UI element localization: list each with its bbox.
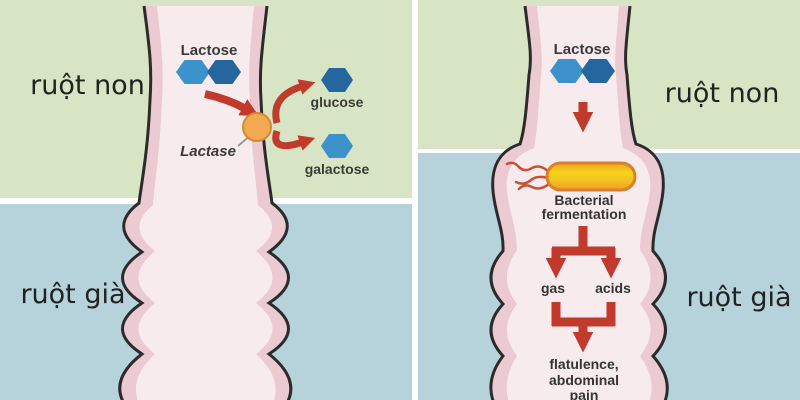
lactose-hexagon-light-right-panel (550, 59, 584, 83)
glucose-hexagon (321, 68, 353, 92)
split-arrow-to-galactose (272, 129, 316, 151)
left-region-top-label: ruột non (30, 70, 145, 101)
left-intestine (118, 5, 293, 400)
galactose-label: galactose (304, 161, 370, 177)
lactose-label-right: Lactose (553, 41, 611, 58)
lactose-label-left: Lactose (180, 42, 238, 59)
merge-arrow-to-symptoms (551, 302, 616, 353)
right-intestine-outline (489, 5, 669, 400)
left-intestine-outline (118, 5, 293, 400)
lactose-to-lactase-arrow (204, 90, 259, 117)
acids-label: acids (595, 280, 631, 296)
lactase-enzyme (242, 112, 272, 142)
lactase-label: Lactase (180, 143, 236, 160)
left-region-bottom-label: ruột già (20, 279, 126, 310)
right-intestine (489, 5, 669, 400)
right-region-bottom-label: ruột già (686, 282, 792, 313)
gas-label: gas (540, 280, 566, 296)
lactose-hexagon-light-left-panel (176, 60, 210, 84)
bacterium (505, 161, 637, 192)
fork-arrow-to-gas-and-acids (545, 226, 622, 279)
bacterium-flagella (505, 161, 551, 191)
galactose-hexagon (321, 134, 353, 158)
lactose-hexagon-dark-left-panel (207, 60, 241, 84)
symptoms-label: flatulence, abdominal pain (548, 356, 619, 400)
right-region-top-label: ruột non (664, 78, 780, 109)
lactose-hexagon-dark-right-panel (581, 59, 615, 83)
bacterial-fermentation-label: Bacterial fermentation (541, 192, 627, 222)
right-intestine-lumen (506, 6, 652, 400)
glucose-label: glucose (310, 94, 364, 110)
split-arrow-to-glucose (272, 79, 316, 124)
bacterium-body (545, 161, 637, 192)
